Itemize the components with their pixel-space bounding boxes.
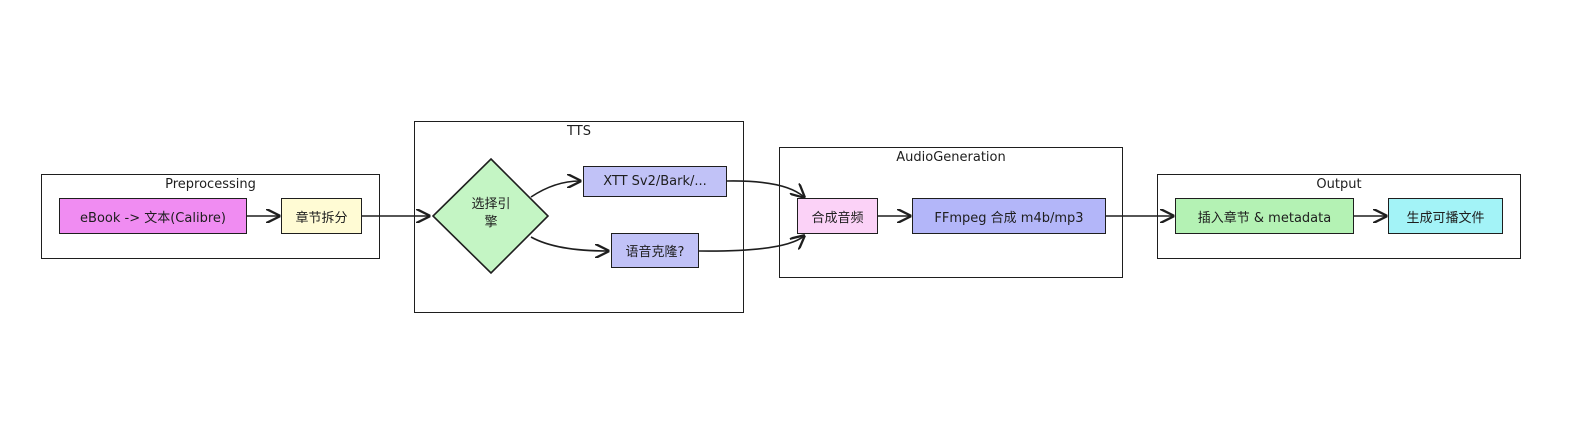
- audio-generation-title: AudioGeneration: [896, 150, 1006, 165]
- edge-xtts-to-merge: [726, 180, 804, 197]
- ffmpeg-node: FFmpeg 合成 m4b/mp3: [912, 198, 1106, 234]
- voice-clone-label: 语音克隆?: [625, 245, 685, 260]
- chapter-split-node: 章节拆分: [281, 198, 362, 234]
- xtts-label: XTT Sv2/Bark/...: [603, 174, 707, 189]
- engine-select-diamond: [431, 157, 550, 275]
- ebook-to-text-node: eBook -> 文本(Calibre): [59, 198, 247, 234]
- chapter-split-label: 章节拆分: [295, 210, 348, 226]
- edge-engine-to-xtts: [530, 181, 580, 198]
- tts-group: TTS: [414, 121, 744, 313]
- playable-file-label: 生成可播文件: [1406, 210, 1485, 226]
- insert-chapters-node: 插入章节 & metadata: [1175, 198, 1354, 234]
- tts-title: TTS: [567, 124, 591, 139]
- output-title: Output: [1316, 177, 1362, 192]
- ffmpeg-label: FFmpeg 合成 m4b/mp3: [934, 210, 1084, 226]
- ebook-to-text-label: eBook -> 文本(Calibre): [80, 210, 226, 226]
- audio-generation-group: AudioGeneration: [779, 147, 1123, 278]
- engine-select-label-line2: 擎: [484, 215, 498, 230]
- playable-file-node: 生成可播文件: [1388, 198, 1503, 234]
- voice-clone-node: 语音克隆?: [611, 233, 699, 268]
- edge-engine-to-voice-clone: [530, 236, 608, 251]
- preprocessing-title: Preprocessing: [165, 177, 256, 192]
- edge-voice-clone-to-merge: [698, 236, 804, 252]
- insert-chapters-label: 插入章节 & metadata: [1197, 210, 1332, 226]
- engine-select-label-line1: 选择引: [471, 197, 511, 212]
- xtts-node: XTT Sv2/Bark/...: [583, 166, 727, 197]
- engine-select-label: 选择引 擎: [451, 196, 531, 232]
- merge-audio-label: 合成音频: [811, 210, 864, 226]
- merge-audio-node: 合成音频: [797, 198, 878, 234]
